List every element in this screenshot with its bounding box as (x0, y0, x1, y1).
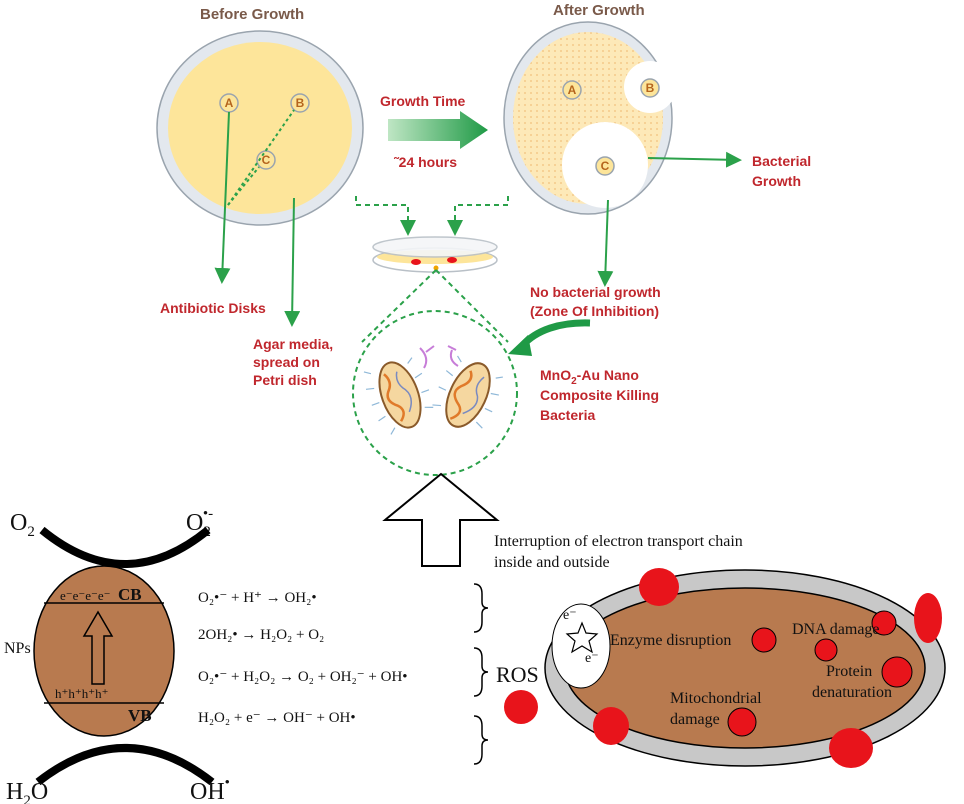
before-petri-dish (156, 30, 364, 226)
killing-label-line2: Composite Killing (540, 387, 659, 403)
svg-text:A: A (225, 96, 234, 110)
growth-arrow (388, 111, 488, 149)
equation-2: 2OH₂• → H₂O₂ + O₂ (198, 627, 324, 643)
antibiotic-disk-pointer (214, 109, 295, 284)
mito-label-line1: Mitochondrial (670, 690, 762, 707)
excitation-arrow (82, 610, 114, 685)
protein-label-line2: denaturation (812, 684, 892, 701)
reaction-braces (473, 583, 489, 765)
o2-label: O2 (10, 510, 35, 540)
internal-ros-dots (727, 610, 913, 737)
enzyme-disruption-label: Enzyme disruption (610, 632, 731, 649)
agar-pointer (284, 197, 301, 327)
ros-dot (504, 690, 538, 724)
ros-label: ROS (496, 662, 539, 687)
after-growth-title: After Growth (553, 2, 645, 19)
interruption-line1: Interruption of electron transport chain (494, 533, 743, 550)
bacterial-growth-line1: Bacterial (752, 153, 811, 169)
bacterial-growth-pointer (647, 151, 742, 168)
killing-label-line1: MnO2-Au Nano (540, 367, 639, 387)
equation-1: O₂•⁻ + H⁺ → OH₂• (198, 590, 317, 606)
bacterial-cell (544, 569, 946, 767)
enzyme-site (551, 603, 611, 689)
interruption-line2: inside and outside (494, 554, 610, 571)
agar-label-line2: spread on (253, 354, 320, 370)
electrons-label: e⁻e⁻e⁻e⁻ (60, 588, 111, 603)
killing-label-line3: Bacteria (540, 407, 595, 423)
equation-4: H₂O₂ + e⁻ → OH⁻ + OH• (198, 710, 356, 726)
protein-label-line1: Protein (826, 663, 872, 680)
no-growth-line2: (Zone Of Inhibition) (530, 303, 659, 319)
agar-label-line1: Agar media, (253, 336, 333, 352)
after-petri-dish (503, 21, 676, 215)
mito-label-line2: damage (670, 711, 720, 728)
svg-text:C: C (262, 153, 271, 167)
nps-label: NPs (4, 640, 31, 657)
growth-time-label: Growth Time (380, 93, 466, 109)
zone-pointer (597, 199, 614, 287)
svg-text:A: A (568, 83, 577, 97)
growth-hours-label: ˜24 hours (393, 154, 457, 170)
bacterial-growth-line2: Growth (752, 173, 801, 189)
equation-3: O₂•⁻ + H₂O₂ → O₂ + OH₂⁻ + OH• (198, 669, 408, 685)
disk-b-before: B (290, 93, 310, 113)
agar-label-line3: Petri dish (253, 372, 317, 388)
zoom-circle (352, 310, 518, 476)
holes-label: h⁺h⁺h⁺h⁺ (55, 686, 108, 701)
svg-text:C: C (601, 159, 610, 173)
disk-a-before: A (219, 93, 239, 113)
disk-c-after: C (595, 156, 615, 176)
antibiotic-disks-label: Antibiotic Disks (160, 300, 266, 316)
no-growth-line1: No bacterial growth (530, 284, 661, 300)
killing-curved-arrow (508, 319, 591, 356)
svg-text:B: B (296, 96, 305, 110)
before-growth-title: Before Growth (200, 6, 304, 23)
h2o-label: H2O (6, 779, 48, 804)
bottom-band-arc (35, 744, 215, 786)
svg-text:B: B (646, 81, 655, 95)
dashed-connectors (355, 196, 509, 236)
cb-label: CB (118, 585, 142, 604)
cell-electron-top: e⁻ (563, 608, 577, 623)
magnify-lines (361, 269, 509, 343)
hydroxyl-label: OH• (190, 775, 230, 804)
dna-damage-label: DNA damage (792, 621, 880, 638)
up-arrow (382, 472, 500, 567)
bacteria-illustration (363, 345, 503, 435)
disk-b-after: B (640, 78, 660, 98)
disk-a-after: A (562, 80, 582, 100)
vb-label: VB (128, 706, 152, 725)
cell-electron-bottom: e⁻ (585, 651, 599, 666)
top-band-arc (39, 526, 211, 568)
membrane-ros-dots (593, 568, 942, 768)
small-petri-dish (372, 236, 498, 273)
